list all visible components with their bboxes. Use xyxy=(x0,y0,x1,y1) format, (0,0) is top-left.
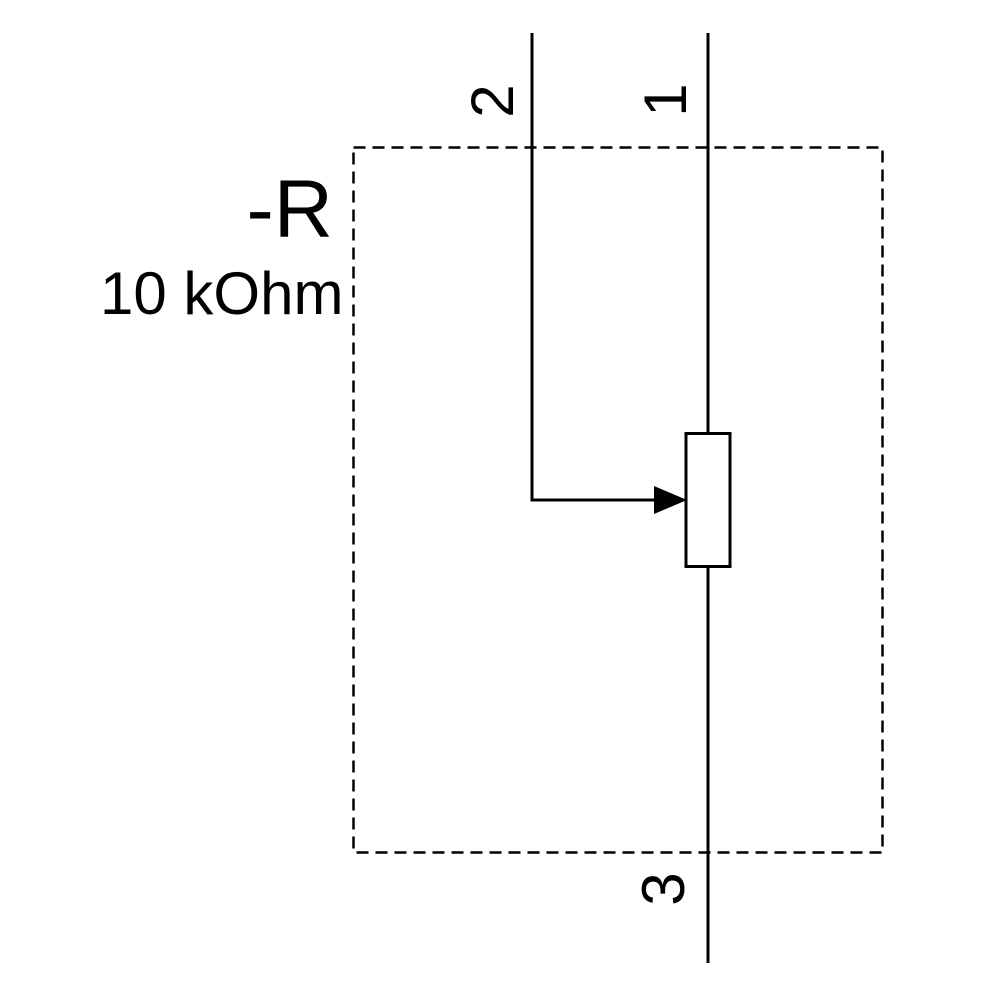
component-boundary-box xyxy=(352,146,884,854)
component-value: 10 kOhm xyxy=(100,260,343,327)
terminal-2-label: 2 xyxy=(459,84,526,117)
resistor-body xyxy=(684,432,732,568)
component-designator: -R xyxy=(246,164,333,255)
wiper-arrow-icon xyxy=(654,486,687,514)
terminal-3-label: 3 xyxy=(630,872,697,905)
terminal-1-label: 1 xyxy=(632,83,699,116)
terminal-2-wiper-wire xyxy=(530,33,656,502)
